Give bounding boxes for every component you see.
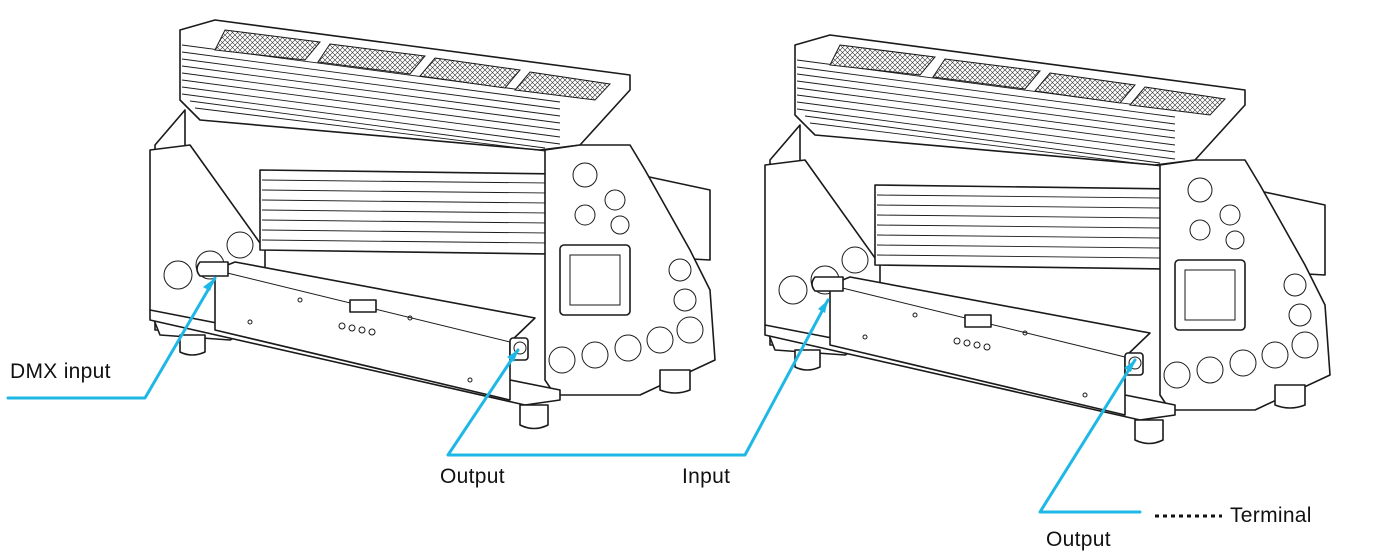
arrow-head-output-left xyxy=(507,350,518,362)
output-terminal-cable xyxy=(1038,358,1142,514)
output-left-label: Output xyxy=(440,465,505,488)
arrow-head-dmx xyxy=(203,278,215,291)
output-right-label: Output xyxy=(1046,528,1111,551)
arrow-head-output-right xyxy=(1124,360,1135,372)
fixture-2 xyxy=(764,34,1331,445)
terminal-label: Terminal xyxy=(1230,504,1312,527)
arrow-head-input-right xyxy=(818,300,828,313)
dmx-input-cable xyxy=(6,276,217,400)
daisy-chain-cable xyxy=(446,298,830,457)
input-right-label: Input xyxy=(682,465,731,488)
dmx-input-label: DMX input xyxy=(10,360,111,383)
fixture-1 xyxy=(149,19,716,430)
